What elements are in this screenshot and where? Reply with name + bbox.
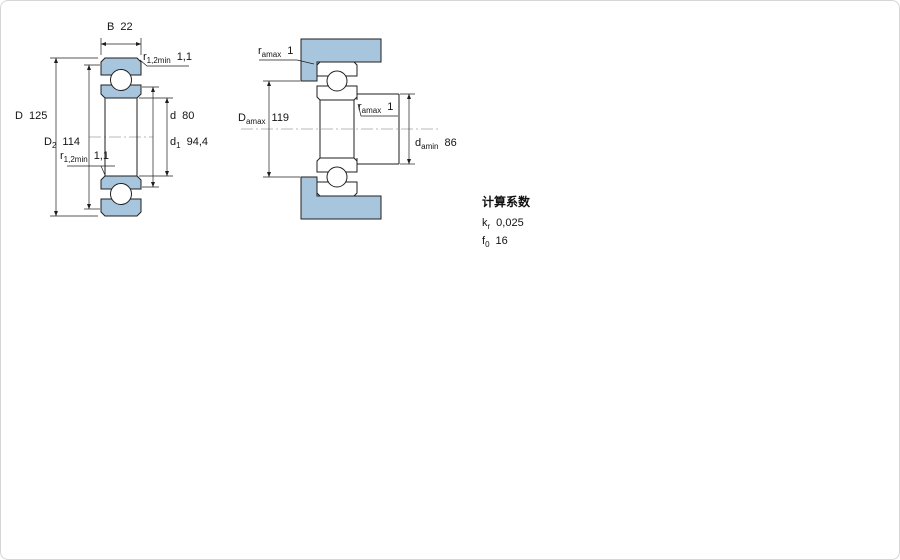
dim-subscript: amax — [245, 117, 266, 127]
factor-subscript: r — [487, 222, 491, 232]
dim-subscript: amin — [421, 142, 439, 152]
ball — [326, 70, 348, 92]
ball — [110, 69, 132, 91]
dim-label-width-B: B 22 — [107, 21, 133, 35]
housing-section — [300, 38, 382, 82]
dim-label-recess-diameter-D2: D2 114 — [44, 136, 80, 150]
dim-symbol: B — [107, 21, 115, 33]
dim-symbol: r — [358, 101, 362, 113]
dim-symbol: D — [44, 136, 52, 148]
right-dimension-lines — [259, 59, 415, 178]
dim-symbol: d — [170, 110, 177, 122]
dim-label-bore-diameter-d: d 80 — [170, 110, 194, 124]
dim-label-shaft-diameter-da: damin 86 — [415, 137, 457, 151]
shaft-outline — [356, 158, 399, 165]
left-dimension-lines — [50, 38, 189, 217]
dim-label-shoulder-diameter-d1: d1 94,4 — [170, 136, 208, 150]
dim-subscript: 2 — [51, 141, 57, 151]
factor-symbol: k — [482, 217, 488, 229]
outer-ring-outline — [316, 181, 358, 197]
factor-value: 16 — [495, 235, 508, 247]
dim-symbol: r — [143, 51, 147, 63]
f0-factor: f0 16 — [482, 235, 508, 249]
dim-subscript: amax — [261, 50, 282, 60]
dim-label-housing-diameter-Da: Damax 119 — [238, 112, 289, 126]
dim-subscript: 1 — [176, 141, 181, 151]
dim-label-fillet-ra-top: ramax 1 — [258, 45, 293, 59]
dim-label-outer-diameter-D: D 125 — [15, 110, 47, 124]
dim-symbol: D — [238, 112, 246, 124]
factor-subscript: 0 — [485, 240, 490, 250]
calculation-factors-title: 计算系数 — [482, 195, 531, 209]
dim-label-chamfer-r-top: r1,2min 1,1 — [143, 51, 192, 65]
dim-value: 125 — [28, 110, 48, 122]
dim-value: 22 — [120, 21, 133, 33]
kr-factor: kr 0,025 — [482, 217, 524, 231]
dim-value: 114 — [62, 136, 80, 148]
factor-value: 0,025 — [496, 217, 524, 229]
right-abutment-drawing — [241, 38, 439, 220]
dim-symbol: r — [60, 150, 64, 162]
ball — [110, 183, 132, 205]
dim-symbol: d — [415, 137, 422, 149]
factor-symbol: f — [482, 235, 486, 247]
dim-label-fillet-ra-mid: ramax 1 — [358, 101, 393, 115]
dim-value: 86 — [444, 137, 457, 149]
dim-value: 1 — [287, 45, 294, 57]
dim-value: 94,4 — [186, 136, 208, 148]
dim-value: 1,1 — [176, 51, 192, 63]
dim-subscript: 1,2min — [63, 155, 88, 165]
dim-label-chamfer-r-bottom: r1,2min 1,1 — [60, 150, 109, 164]
left-bearing-cross-section — [89, 57, 153, 217]
dim-value: 119 — [271, 112, 290, 124]
outer-ring-outline — [316, 61, 358, 77]
dim-value: 80 — [182, 110, 195, 122]
shaft-outline — [356, 93, 399, 100]
dim-value: 1 — [387, 101, 394, 113]
dim-value: 1,1 — [93, 150, 109, 162]
dim-symbol: d — [170, 136, 177, 148]
dim-subscript: 1,2min — [146, 56, 171, 66]
outer-ring-section — [100, 57, 142, 76]
dim-symbol: r — [258, 45, 262, 57]
housing-section — [300, 176, 382, 220]
dim-symbol: D — [15, 110, 23, 122]
outer-ring-section — [100, 198, 142, 217]
dim-subscript: amax — [361, 106, 382, 116]
ball — [326, 166, 348, 188]
